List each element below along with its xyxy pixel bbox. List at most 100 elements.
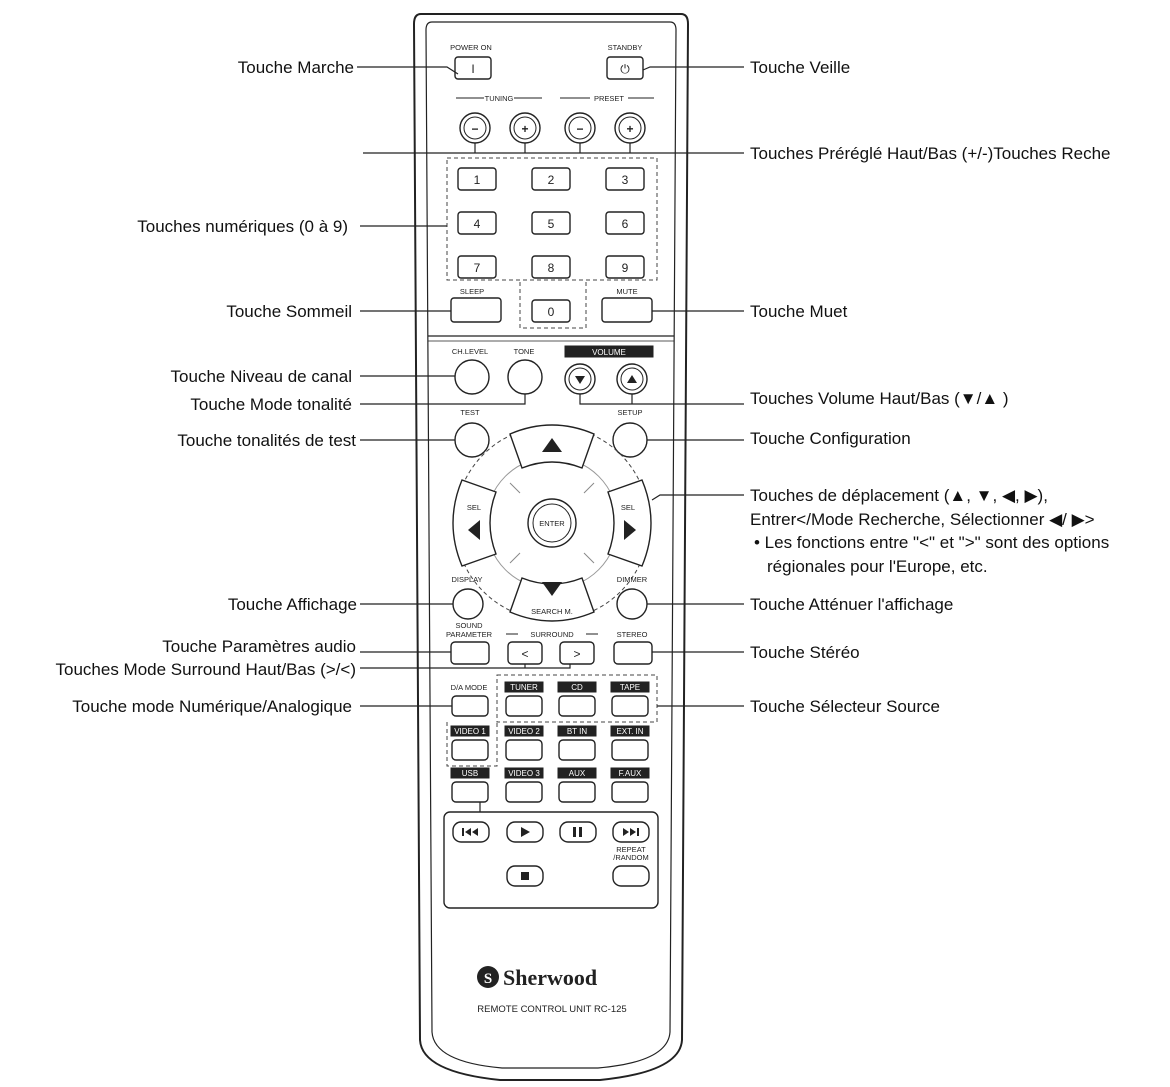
standby-button[interactable]: STANDBY ⏻	[606, 43, 644, 80]
setup-button[interactable]: SETUP	[612, 408, 648, 458]
digit-2-button[interactable]: 2	[531, 167, 571, 191]
preset-caption: PRESET	[594, 94, 624, 103]
power-icon: I	[471, 62, 474, 76]
source-aux-button[interactable]: AUX	[557, 767, 597, 803]
preset-minus-button[interactable]: −	[564, 112, 596, 144]
triangle-left-icon	[468, 520, 480, 540]
tuning-preset-group: TUNING PRESET	[456, 94, 654, 103]
source-cd-button[interactable]: CD	[557, 681, 597, 717]
digit-0-button[interactable]: 0	[531, 299, 571, 323]
label-volume: Touches Volume Haut/Bas (▼/▲ )	[750, 389, 1009, 408]
surround-up-button[interactable]: >	[559, 641, 595, 665]
preset-plus-button[interactable]: +	[614, 112, 646, 144]
mute-button[interactable]: MUTE	[601, 287, 653, 323]
leader-lines	[357, 66, 744, 707]
source-faux-button[interactable]: F.AUX	[610, 767, 650, 803]
display-caption: DISPLAY	[451, 575, 482, 584]
digit-8-button[interactable]: 8	[531, 255, 571, 279]
pause-button[interactable]	[559, 821, 597, 843]
label-mute: Touche Muet	[750, 302, 848, 321]
label-preset-tuning: Touches Préréglé Haut/Bas (+/-)Touches R…	[750, 144, 1111, 163]
parameter-caption: PARAMETER	[446, 630, 493, 639]
digit-label: 9	[622, 261, 629, 275]
sel-left-caption: SEL	[467, 503, 481, 512]
next-track-button[interactable]	[612, 821, 650, 843]
digit-label: 6	[622, 217, 629, 231]
tuning-minus-button[interactable]: −	[459, 112, 491, 144]
surround-down-button[interactable]: <	[507, 641, 543, 665]
setup-caption: SETUP	[617, 408, 642, 417]
brand-logo: S Sherwood	[477, 965, 597, 990]
nav-up-button[interactable]	[509, 424, 595, 469]
digit-9-button[interactable]: 9	[605, 255, 645, 279]
label-dimmer: Touche Atténuer l'affichage	[750, 595, 953, 614]
stereo-button[interactable]: STEREO	[613, 630, 653, 665]
sleep-button[interactable]: SLEEP	[450, 287, 502, 323]
surround-group: SURROUND	[506, 630, 598, 639]
play-icon	[521, 827, 530, 837]
previous-icon	[462, 828, 478, 836]
digit-1-button[interactable]: 1	[457, 167, 497, 191]
video3-tag: VIDEO 3	[508, 769, 540, 778]
previous-track-button[interactable]	[452, 821, 490, 843]
source-bt-in-button[interactable]: BT IN	[557, 725, 597, 761]
digit-label: 7	[474, 261, 481, 275]
dimmer-button[interactable]: DIMMER	[616, 575, 648, 620]
label-power-on: Touche Marche	[238, 58, 354, 77]
tuning-plus-button[interactable]: +	[509, 112, 541, 144]
source-video2-button[interactable]: VIDEO 2	[504, 725, 544, 761]
digit-3-button[interactable]: 3	[605, 167, 645, 191]
display-button[interactable]: DISPLAY	[451, 575, 484, 620]
volume-down-button[interactable]	[564, 363, 596, 395]
volume-caption: VOLUME	[592, 348, 626, 357]
da-mode-button[interactable]: D/A MODE	[451, 683, 489, 717]
digit-7-button[interactable]: 7	[457, 255, 497, 279]
label-da-mode: Touche mode Numérique/Analogique	[72, 697, 352, 716]
nav-left-button[interactable]: SEL	[452, 479, 497, 567]
pause-icon	[573, 827, 582, 837]
triangle-right-icon	[624, 520, 636, 540]
enter-caption: ENTER	[539, 519, 565, 528]
source-tape-button[interactable]: TAPE	[610, 681, 650, 717]
source-ext-in-button[interactable]: EXT. IN	[610, 725, 650, 761]
digit-4-button[interactable]: 4	[457, 211, 497, 235]
stop-button[interactable]	[506, 865, 544, 887]
label-standby: Touche Veille	[750, 58, 850, 77]
label-ch-level: Touche Niveau de canal	[171, 367, 352, 386]
digit-5-button[interactable]: 5	[531, 211, 571, 235]
standby-caption: STANDBY	[608, 43, 643, 52]
stop-icon	[521, 872, 529, 880]
ch-level-button[interactable]: CH.LEVEL	[452, 347, 490, 395]
ext-in-tag: EXT. IN	[616, 727, 643, 736]
label-nav-line3: • Les fonctions entre "<" et ">" sont de…	[754, 533, 1109, 552]
tape-tag: TAPE	[620, 683, 640, 692]
source-usb-button[interactable]: USB	[450, 767, 490, 803]
source-video3-button[interactable]: VIDEO 3	[504, 767, 544, 803]
next-icon	[623, 828, 639, 836]
power-on-button[interactable]: POWER ON I	[450, 43, 492, 80]
nav-down-button[interactable]: SEARCH M.	[509, 577, 595, 622]
video1-tag: VIDEO 1	[454, 727, 486, 736]
repeat-random-button[interactable]: REPEAT /RANDOM	[612, 845, 650, 887]
surround-caption: SURROUND	[530, 630, 574, 639]
sound-parameter-button[interactable]: SOUND PARAMETER	[446, 621, 493, 665]
nav-right-button[interactable]: SEL	[607, 479, 652, 567]
digit-label: 4	[474, 217, 481, 231]
digit-6-button[interactable]: 6	[605, 211, 645, 235]
volume-up-button[interactable]	[616, 363, 648, 395]
enter-button[interactable]: ENTER	[527, 498, 577, 548]
zero-key-outline	[519, 282, 587, 329]
source-tuner-button[interactable]: TUNER	[504, 681, 544, 717]
source-video1-button[interactable]: VIDEO 1	[450, 725, 490, 761]
play-button[interactable]	[506, 821, 544, 843]
repeat-caption: REPEAT	[616, 845, 646, 854]
search-caption: SEARCH M.	[531, 607, 573, 616]
label-nav-line2: Entrer</Mode Recherche, Sélectionner ◀/ …	[750, 510, 1095, 529]
bt-in-tag: BT IN	[567, 727, 588, 736]
numeric-keypad-outline	[446, 157, 658, 281]
triangle-down-icon	[575, 376, 585, 384]
sleep-caption: SLEEP	[460, 287, 484, 296]
digit-label: 2	[548, 173, 555, 187]
volume-group: VOLUME	[564, 345, 654, 358]
